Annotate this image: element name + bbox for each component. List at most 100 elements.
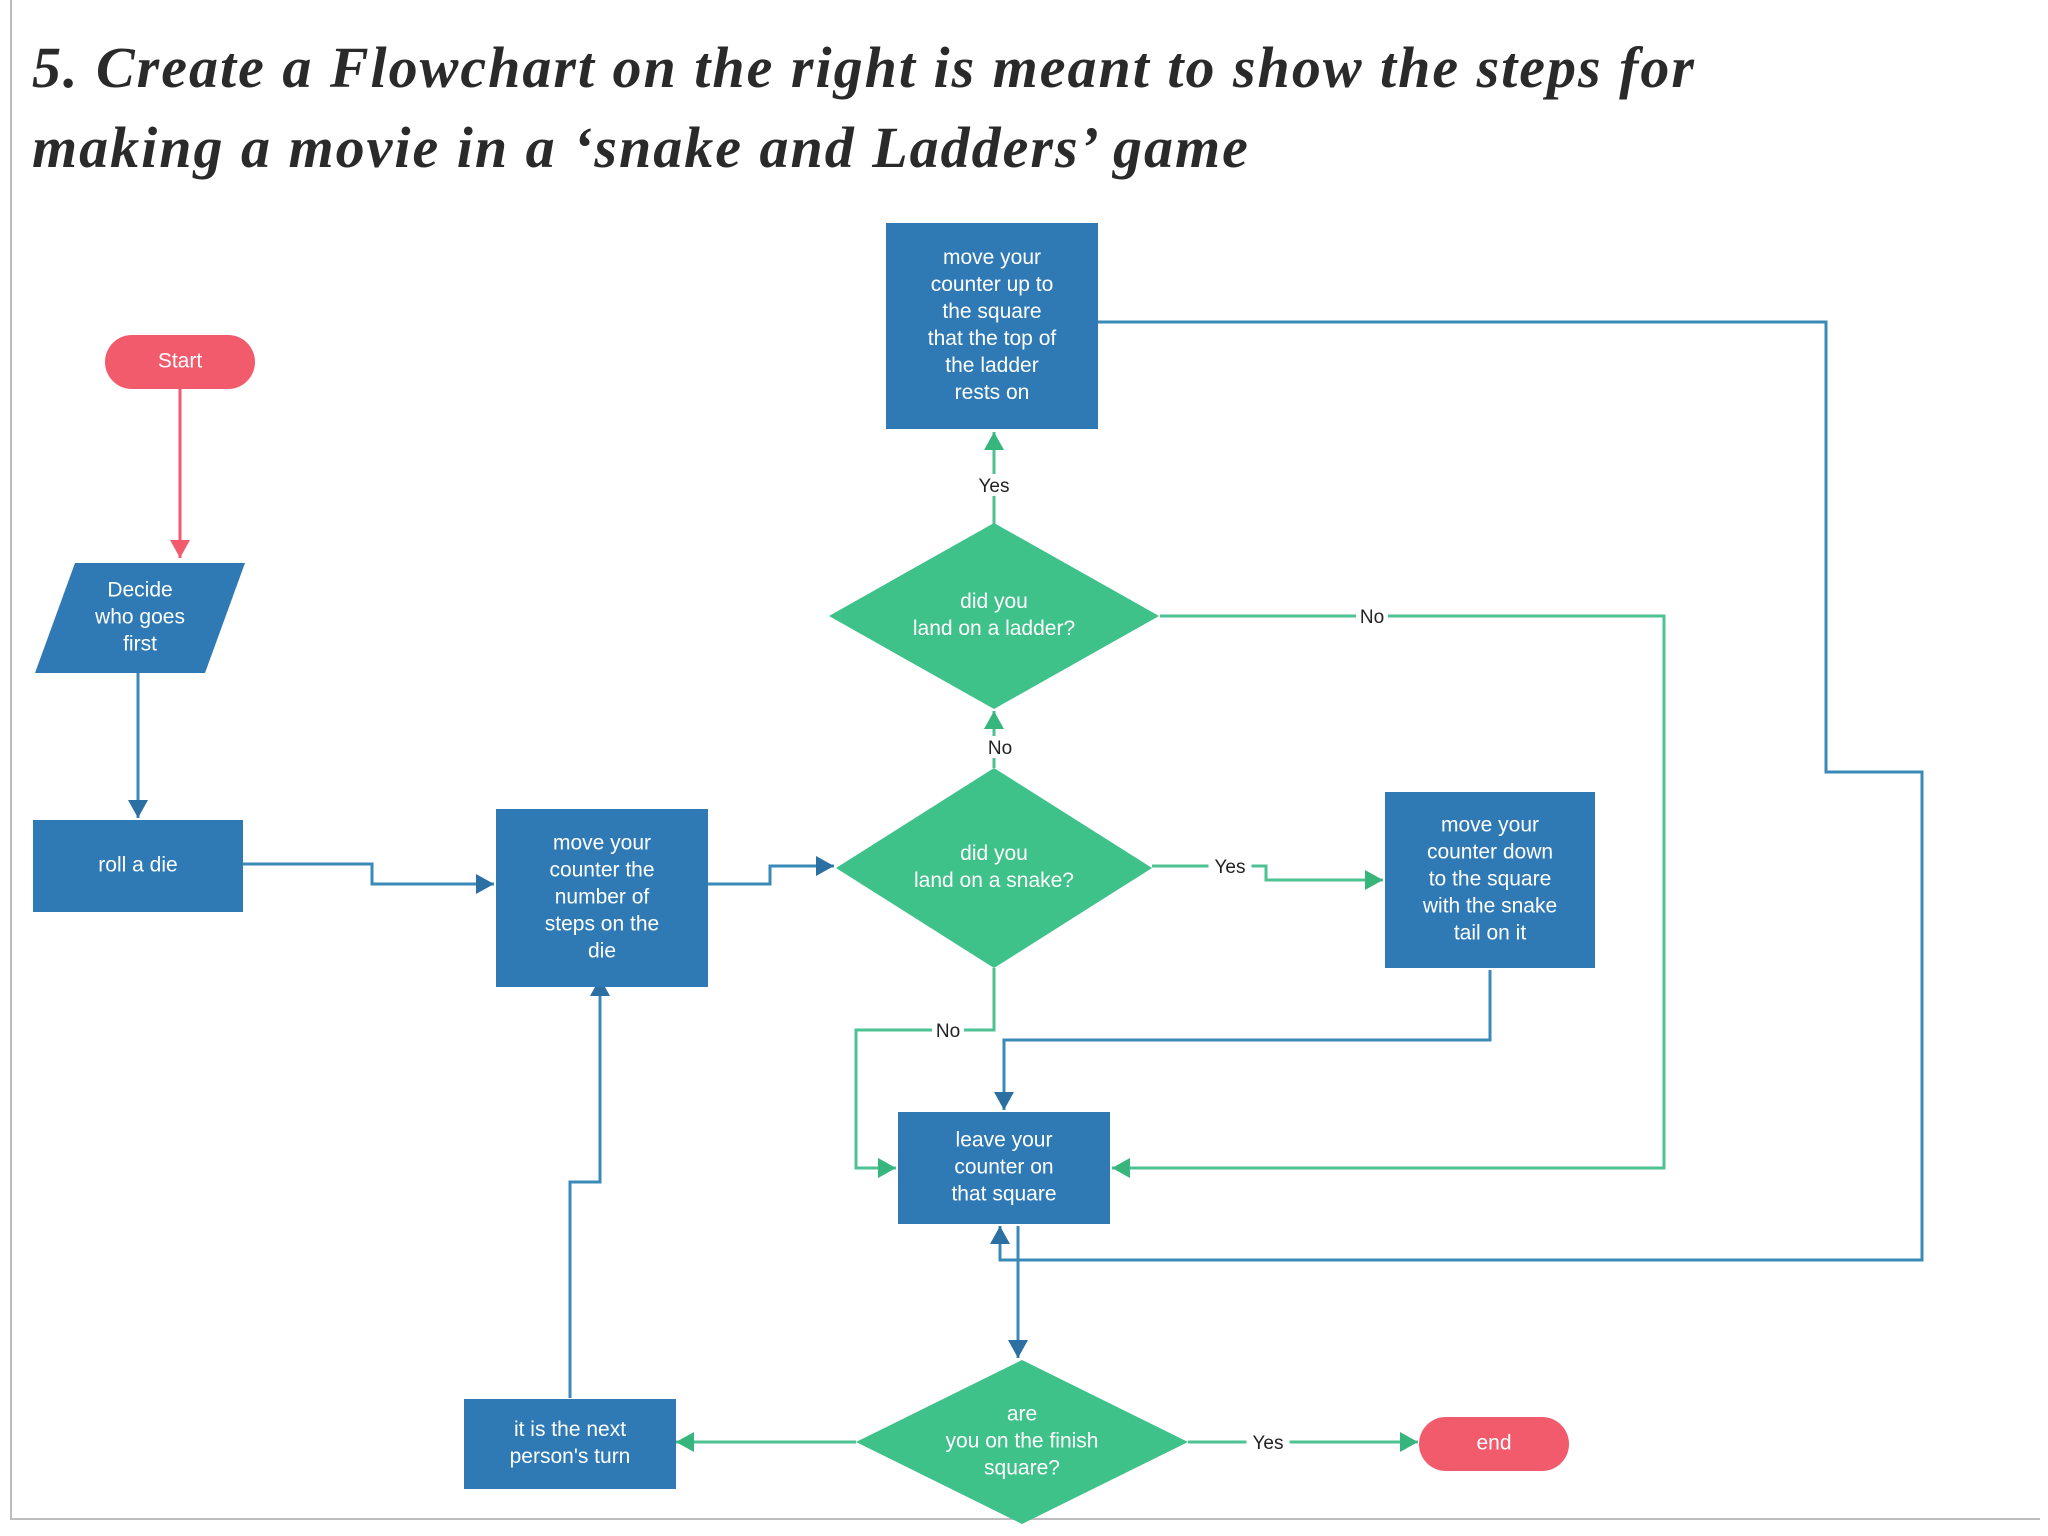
edge-label: No — [1360, 607, 1384, 628]
node-text-line: roll a die — [98, 854, 177, 877]
arrow-head — [816, 856, 834, 876]
node-text-line: are — [1007, 1403, 1037, 1426]
flow-edge-ladder-leave: No — [1112, 605, 1666, 1170]
edge-label: Yes — [1253, 1433, 1284, 1454]
node-text-line: first — [123, 633, 157, 656]
node-ladder-q: did you land on a ladder? — [829, 523, 1159, 709]
edge-line — [568, 978, 602, 1398]
terminal-pill — [1419, 1417, 1569, 1471]
node-text-line: who goes — [94, 606, 185, 629]
process-box — [1385, 792, 1595, 968]
arrow-head — [170, 540, 190, 558]
arrow-head — [984, 432, 1004, 450]
node-text-line: steps on the — [545, 913, 659, 936]
node-snake-q: did you land on a snake? — [836, 768, 1152, 968]
node-text-line: counter down — [1427, 841, 1553, 864]
edge-line — [998, 320, 1924, 1262]
node-text-line: square? — [984, 1457, 1060, 1480]
node-text-line: counter up to — [931, 273, 1054, 296]
decision-diamond — [856, 1360, 1188, 1524]
arrow-head — [1400, 1432, 1418, 1452]
node-text-line: did you — [960, 590, 1028, 613]
edge-label: No — [936, 1021, 960, 1042]
node-text-line: Start — [158, 350, 203, 373]
node-text-line: counter on — [954, 1156, 1053, 1179]
arrow-head — [676, 1432, 694, 1452]
edge-label-bg — [972, 474, 1016, 496]
arrow-head — [994, 1092, 1014, 1110]
edge-line — [1002, 970, 1492, 1110]
node-start: Start — [105, 335, 255, 389]
node-end: end — [1419, 1417, 1569, 1471]
edge-label-bg — [1246, 1431, 1290, 1453]
node-text-line: tail on it — [1454, 922, 1527, 945]
arrow-head — [878, 1158, 896, 1178]
flow-edge-move-snake — [708, 864, 834, 886]
flow-edge-snake-ladder: No — [984, 711, 1016, 768]
edge-label-bg — [1356, 605, 1388, 627]
node-text-line: you on the finish — [946, 1430, 1099, 1453]
edge-label-bg — [932, 1019, 964, 1041]
node-decide: Decide who goes first — [35, 563, 245, 673]
arrow-head — [990, 1226, 1010, 1244]
terminal-pill — [105, 335, 255, 389]
process-box — [898, 1112, 1110, 1224]
node-text-line: end — [1476, 1432, 1511, 1455]
node-text-line: rests on — [955, 381, 1030, 404]
edge-line — [1112, 614, 1666, 1170]
node-text-line: did you — [960, 842, 1028, 865]
edge-label: No — [988, 738, 1012, 759]
frame-border-left — [10, 0, 12, 1520]
node-text-line: move your — [1441, 814, 1539, 837]
edge-line — [1152, 864, 1383, 882]
node-text-line: the square — [942, 300, 1041, 323]
node-text-line: move your — [943, 246, 1041, 269]
node-text-line: leave your — [956, 1129, 1053, 1152]
edge-line — [854, 968, 996, 1170]
flow-edge-up-leave — [998, 320, 1924, 1262]
edge-label-bg — [984, 736, 1016, 758]
node-text-line: person's turn — [510, 1445, 631, 1468]
node-text-line: move your — [553, 832, 651, 855]
node-text-line: it is the next — [514, 1418, 626, 1441]
flow-edge-next-move — [568, 978, 602, 1398]
node-text-line: that square — [951, 1183, 1056, 1206]
node-next-turn: it is the next person's turn — [464, 1399, 676, 1489]
node-text-line: the ladder — [945, 354, 1038, 377]
flow-edge-down-leave — [1002, 970, 1492, 1110]
flow-edge-finish-end: Yes — [1188, 1431, 1418, 1454]
process-box — [464, 1399, 676, 1489]
node-text-line: counter the — [549, 859, 654, 882]
arrow-head — [984, 711, 1004, 729]
decision-diamond — [829, 523, 1159, 709]
title-line-2: making a movie in a ‘snake and Ladders’ … — [32, 115, 1250, 180]
node-leave: leave your counter on that square — [898, 1112, 1110, 1224]
flow-edge-snake-leave: No — [854, 968, 996, 1170]
node-text-line: that the top of — [928, 327, 1057, 350]
node-text-line: to the square — [1429, 868, 1552, 891]
arrow-head — [1008, 1340, 1028, 1358]
title-line-1: 5. Create a Flowchart on the right is me… — [32, 35, 1696, 100]
flow-edge-snake-down: Yes — [1152, 855, 1383, 882]
node-text-line: land on a snake? — [914, 869, 1074, 892]
flow-edge-roll-move — [243, 862, 494, 886]
edge-label: Yes — [1215, 857, 1246, 878]
arrow-head — [1365, 870, 1383, 890]
io-parallelogram — [35, 563, 245, 673]
edge-line — [243, 862, 494, 886]
process-box — [496, 809, 708, 987]
node-text-line: Decide — [107, 579, 172, 602]
edge-label: Yes — [979, 476, 1010, 497]
node-move-up: move your counter up to the square that the… — [886, 223, 1098, 429]
node-roll: roll a die — [33, 820, 243, 912]
node-text-line: land on a ladder? — [913, 617, 1075, 640]
decision-diamond — [836, 768, 1152, 968]
slide-title: 5. Create a Flowchart on the right is me… — [32, 28, 1992, 188]
process-box — [33, 820, 243, 912]
edge-line — [708, 864, 834, 886]
node-text-line: die — [588, 940, 616, 963]
